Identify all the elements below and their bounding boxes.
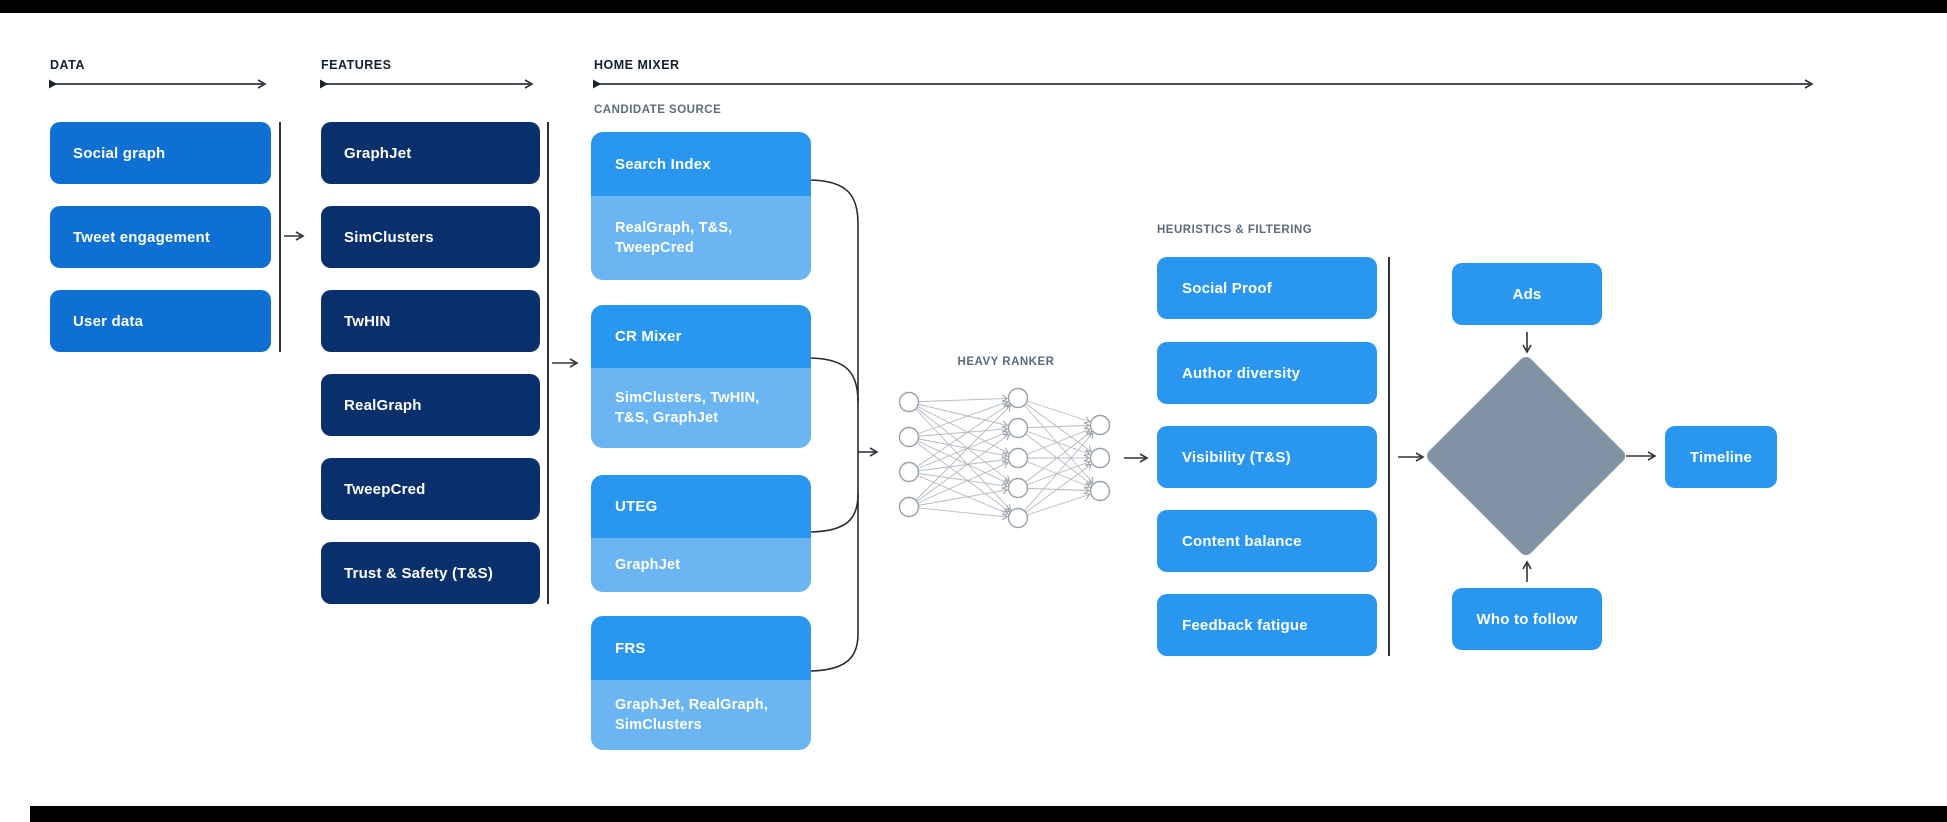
box-social-graph: Social graph [50, 122, 271, 184]
section-title-home-mixer: HOME MIXER [594, 58, 680, 72]
divider-heuristics-mixing [1388, 257, 1390, 656]
divider-features-homemixer [547, 122, 549, 604]
heavy-ranker-label: HEAVY RANKER [957, 356, 1055, 368]
card-sources: GraphJet, RealGraph, SimClusters [591, 680, 811, 750]
card-title: Search Index [591, 132, 811, 196]
card-sources: GraphJet [591, 538, 811, 592]
box-ads: Ads [1452, 263, 1602, 325]
box-simclusters: SimClusters [321, 206, 540, 268]
mixing-label: Mixing [1501, 448, 1551, 465]
heuristics-filtering-label: HEURISTICS & FILTERING [1157, 224, 1313, 236]
top-border-bar [0, 0, 1947, 13]
card-uteg: UTEG GraphJet [591, 475, 811, 592]
joiner-curve-uteg [810, 493, 859, 533]
joiner-curve-frs [810, 633, 859, 672]
card-title: FRS [591, 616, 811, 680]
card-frs: FRS GraphJet, RealGraph, SimClusters [591, 616, 811, 750]
box-trust-safety: Trust & Safety (T&S) [321, 542, 540, 604]
heavy-ranker-network-nodes [898, 387, 1111, 529]
box-author-diversity: Author diversity [1157, 342, 1377, 404]
bottom-border-bar [30, 806, 1947, 822]
box-twhin: TwHIN [321, 290, 540, 352]
joiner-curve-search-index [810, 179, 859, 225]
candidate-source-label: CANDIDATE SOURCE [594, 104, 722, 116]
card-sources: SimClusters, TwHIN, T&S, GraphJet [591, 368, 811, 448]
box-realgraph: RealGraph [321, 374, 540, 436]
joiner-curve-cr-mixer [810, 357, 859, 403]
box-tweepcred: TweepCred [321, 458, 540, 520]
box-visibility-ts: Visibility (T&S) [1157, 426, 1377, 488]
card-title: UTEG [591, 475, 811, 538]
card-sources: RealGraph, T&S, TweepCred [591, 196, 811, 280]
box-social-proof: Social Proof [1157, 257, 1377, 319]
box-feedback-fatigue: Feedback fatigue [1157, 594, 1377, 656]
section-title-features: FEATURES [321, 58, 392, 72]
section-title-data: DATA [50, 58, 85, 72]
candidate-joiner [810, 179, 879, 672]
card-title: CR Mixer [591, 305, 811, 368]
card-search-index: Search Index RealGraph, T&S, TweepCred [591, 132, 811, 280]
card-cr-mixer: CR Mixer SimClusters, TwHIN, T&S, GraphJ… [591, 305, 811, 448]
box-tweet-engagement: Tweet engagement [50, 206, 271, 268]
box-content-balance: Content balance [1157, 510, 1377, 572]
box-graphjet: GraphJet [321, 122, 540, 184]
box-timeline: Timeline [1665, 426, 1777, 488]
box-user-data: User data [50, 290, 271, 352]
heavy-ranker-network-edges [908, 398, 1101, 518]
box-who-to-follow: Who to follow [1452, 588, 1602, 650]
divider-data-features [279, 122, 281, 352]
